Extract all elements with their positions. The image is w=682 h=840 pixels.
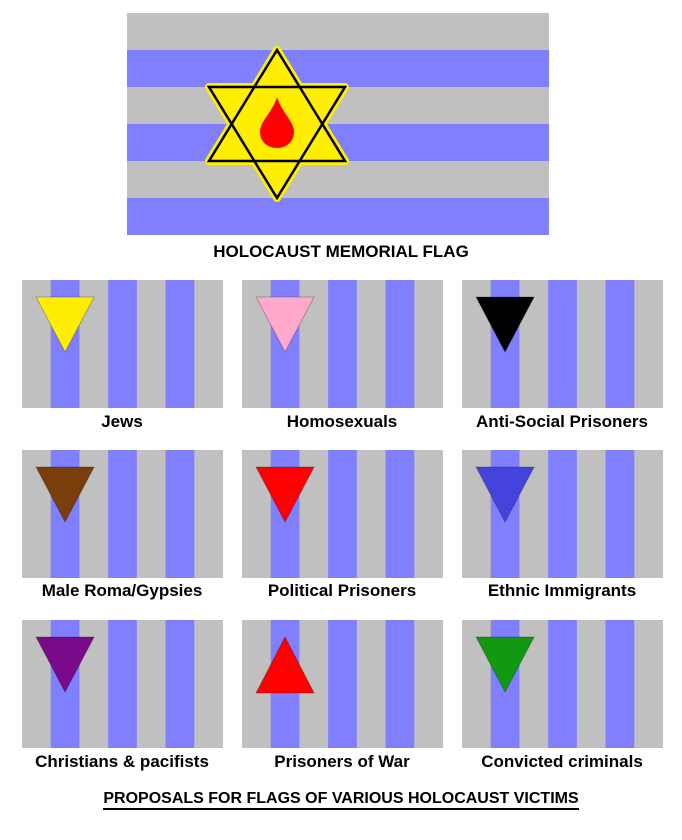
victim-flag	[242, 280, 443, 408]
flag-caption: Prisoners of War	[274, 752, 410, 771]
victim-flag	[462, 620, 663, 748]
triangle-badge-icon	[35, 636, 95, 694]
victim-flag	[462, 450, 663, 578]
flag-caption: Ethnic Immigrants	[487, 581, 637, 600]
triangle-badge-icon	[255, 296, 315, 354]
victim-flag	[242, 620, 443, 748]
victim-flag	[242, 450, 443, 578]
triangle-badge-icon	[255, 635, 315, 694]
triangle-badge-icon	[475, 466, 535, 524]
victim-flag	[22, 450, 223, 578]
footer-title: PROPOSALS FOR FLAGS OF VARIOUS HOLOCAUST…	[0, 790, 682, 810]
triangle-badge-icon	[35, 296, 95, 354]
triangle-badge-icon	[35, 466, 95, 524]
flag-caption: Male Roma/Gypsies	[41, 581, 203, 600]
victim-flag	[22, 620, 223, 748]
main-flag-stripes	[127, 13, 549, 235]
holocaust-memorial-flag	[127, 13, 549, 235]
footer-text: PROPOSALS FOR FLAGS OF VARIOUS HOLOCAUST…	[103, 790, 579, 810]
triangle-badge-icon	[475, 636, 535, 694]
flag-caption: Political Prisoners	[267, 581, 417, 600]
main-flag-title: HOLOCAUST MEMORIAL FLAG	[213, 242, 469, 261]
flag-caption: Homosexuals	[286, 412, 398, 431]
triangle-badge-icon	[255, 466, 315, 524]
flag-caption: Jews	[101, 412, 143, 431]
flag-caption: Convicted criminals	[481, 752, 643, 771]
blood-drop-icon	[260, 97, 294, 148]
victim-flag	[462, 280, 663, 408]
triangle-badge-icon	[475, 296, 535, 354]
victim-flag	[22, 280, 223, 408]
flag-caption: Christians & pacifists	[35, 752, 209, 771]
flag-caption: Anti-Social Prisoners	[476, 412, 648, 431]
